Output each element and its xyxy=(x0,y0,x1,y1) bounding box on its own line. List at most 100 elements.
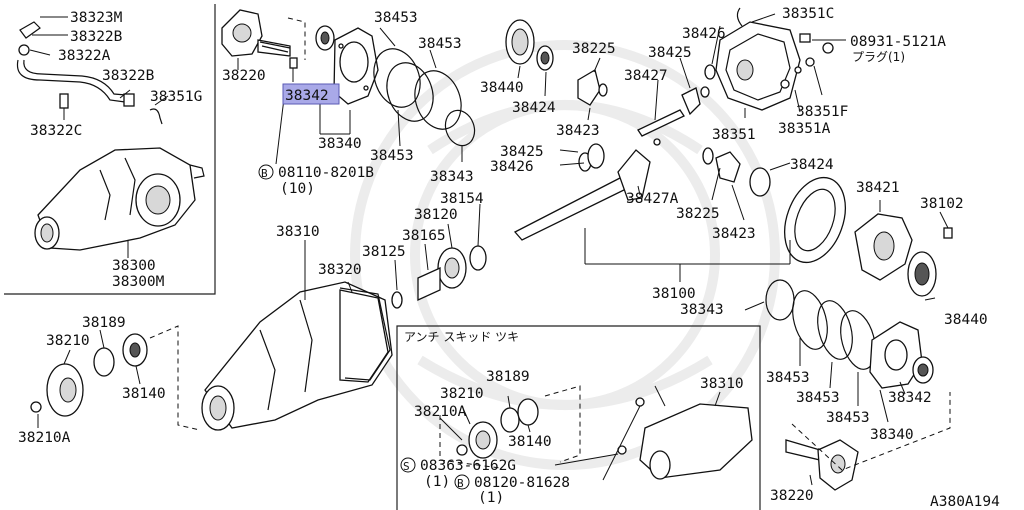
label-38140-left[interactable]: 38140 xyxy=(122,386,166,402)
label-38310-inset[interactable]: 38310 xyxy=(700,376,744,392)
label-38322A[interactable]: 38322A xyxy=(58,48,111,64)
label-38125[interactable]: 38125 xyxy=(362,244,406,260)
label-38154[interactable]: 38154 xyxy=(440,191,484,207)
label-38140-inset[interactable]: 38140 xyxy=(508,434,552,450)
label-38340-right[interactable]: 38340 xyxy=(870,427,914,443)
label-08110-qty: (10) xyxy=(280,181,315,197)
label-38427[interactable]: 38427 xyxy=(624,68,668,84)
label-08110[interactable]: 08110-8201B xyxy=(278,165,374,181)
label-38210A-left[interactable]: 38210A xyxy=(18,430,71,446)
flange-group-left xyxy=(30,333,148,417)
label-08363[interactable]: 08363-6162G xyxy=(420,458,516,474)
label-38210-left[interactable]: 38210 xyxy=(46,333,90,349)
label-38351G[interactable]: 38351G xyxy=(150,89,202,105)
label-38453-r3[interactable]: 38453 xyxy=(826,410,870,426)
label-38189-inset[interactable]: 38189 xyxy=(486,369,530,385)
label-38225-top[interactable]: 38225 xyxy=(572,41,616,57)
label-38351A[interactable]: 38351A xyxy=(778,121,831,137)
label-38322B-top[interactable]: 38322B xyxy=(70,29,123,45)
label-38300M[interactable]: 38300M xyxy=(112,274,165,290)
label-38453-a[interactable]: 38453 xyxy=(374,10,418,26)
label-38423-top[interactable]: 38423 xyxy=(556,123,600,139)
label-08931[interactable]: 08931-5121A xyxy=(850,34,946,50)
label-38100[interactable]: 38100 xyxy=(652,286,696,302)
label-38440-right[interactable]: 38440 xyxy=(944,312,988,328)
bearing-38440-top xyxy=(505,19,554,71)
leader-lines xyxy=(37,13,949,486)
label-38102[interactable]: 38102 xyxy=(920,196,964,212)
label-38120[interactable]: 38120 xyxy=(414,207,458,223)
label-38210A-inset[interactable]: 38210A xyxy=(414,404,467,420)
label-38323M[interactable]: 38323M xyxy=(70,10,123,26)
label-08120-qty: (1) xyxy=(478,490,504,506)
label-38322C[interactable]: 38322C xyxy=(30,123,82,139)
label-38322B-mid[interactable]: 38322B xyxy=(102,68,155,84)
label-38427A[interactable]: 38427A xyxy=(626,191,679,207)
marker-s-text: S xyxy=(403,460,410,473)
label-38165[interactable]: 38165 xyxy=(402,228,446,244)
ring-gear xyxy=(784,176,846,264)
carrier-housing-38310 xyxy=(201,281,393,431)
label-38342-right[interactable]: 38342 xyxy=(888,390,932,406)
label-38423-mid[interactable]: 38423 xyxy=(712,226,756,242)
pinion-shaft-38427 xyxy=(637,109,685,137)
bearings-center xyxy=(391,245,487,309)
differential-case xyxy=(854,213,953,297)
drive-pinion-38100 xyxy=(513,138,661,241)
label-38320[interactable]: 38320 xyxy=(318,262,362,278)
marker-b2-text: B xyxy=(457,477,464,490)
label-38426-mid[interactable]: 38426 xyxy=(490,159,534,175)
highlight-38342 xyxy=(282,83,340,105)
anti-skid-inset xyxy=(396,325,761,510)
label-38351[interactable]: 38351 xyxy=(712,127,756,143)
inset-title: アンチ スキッド ツキ xyxy=(404,330,519,344)
label-38440-top[interactable]: 38440 xyxy=(480,80,524,96)
label-38453-r1[interactable]: 38453 xyxy=(766,370,810,386)
label-38342-top[interactable]: 38342 xyxy=(285,88,329,104)
label-38453-b[interactable]: 38453 xyxy=(418,36,462,52)
label-38300[interactable]: 38300 xyxy=(112,258,156,274)
shims-top xyxy=(373,48,476,147)
label-38424-mid[interactable]: 38424 xyxy=(790,157,834,173)
label-08120[interactable]: 08120-81628 xyxy=(474,475,570,491)
label-38340-top[interactable]: 38340 xyxy=(318,136,362,152)
shims-right xyxy=(765,279,934,389)
rear-cover-38351 xyxy=(715,7,834,111)
label-38343-top[interactable]: 38343 xyxy=(430,169,474,185)
label-38310-main[interactable]: 38310 xyxy=(276,224,320,240)
circle-marker-b-inset: B xyxy=(454,474,470,490)
label-38425-mid[interactable]: 38425 xyxy=(500,144,544,160)
side-gear-top xyxy=(577,64,716,116)
bolt-08110 xyxy=(289,57,298,82)
watermark-emblem xyxy=(350,40,780,470)
label-38351F[interactable]: 38351F xyxy=(796,104,848,120)
label-38210-inset[interactable]: 38210 xyxy=(440,386,484,402)
label-38425-top[interactable]: 38425 xyxy=(648,45,692,61)
circle-marker-b-top: B xyxy=(258,164,274,180)
circle-marker-s: S xyxy=(400,457,416,473)
label-38426-top[interactable]: 38426 xyxy=(682,26,726,42)
label-38453-c[interactable]: 38453 xyxy=(370,148,414,164)
companion-flange-top xyxy=(221,9,335,57)
label-38421[interactable]: 38421 xyxy=(856,180,900,196)
label-38424-top[interactable]: 38424 xyxy=(512,100,556,116)
label-38220-top[interactable]: 38220 xyxy=(222,68,266,84)
upper-left-frame xyxy=(4,4,216,295)
label-38351C[interactable]: 38351C xyxy=(782,6,834,22)
gasket-38320 xyxy=(339,287,391,381)
label-08931-note: プラグ(1) xyxy=(852,50,905,64)
carrier-assembly-small xyxy=(34,147,205,251)
part-labels: 38323M 38322B 38322A 38322B 38351G 38322… xyxy=(18,6,1000,510)
side-gear-mid xyxy=(702,147,771,197)
rear-cover-38340-top xyxy=(333,27,379,105)
label-38189-left[interactable]: 38189 xyxy=(82,315,126,331)
label-08363-qty: (1) xyxy=(424,474,450,490)
diagram-code: A380A194 xyxy=(930,494,1000,510)
marker-b-text: B xyxy=(261,167,268,180)
label-38225-mid[interactable]: 38225 xyxy=(676,206,720,222)
breather-hose xyxy=(16,21,163,125)
label-38220-bottom[interactable]: 38220 xyxy=(770,488,814,504)
label-38453-r2[interactable]: 38453 xyxy=(796,390,840,406)
label-38343-right[interactable]: 38343 xyxy=(680,302,724,318)
